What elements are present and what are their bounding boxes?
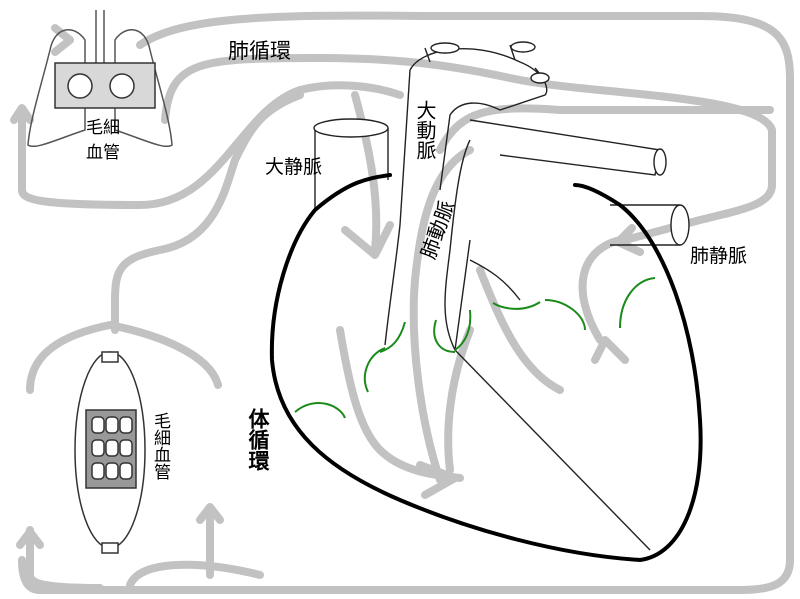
flow-vena-cava-in <box>351 91 381 254</box>
body-capillary-label-text: 毛細血管 <box>150 412 171 480</box>
valve-pulmonary-3 <box>454 309 472 351</box>
body-capillary-label: 毛細血管 <box>150 412 171 480</box>
flow-body-arch <box>26 321 222 394</box>
arrowhead-bottom <box>416 461 459 499</box>
body-capillary <box>74 351 146 554</box>
lungs <box>27 10 173 147</box>
valve-aortic <box>619 277 656 329</box>
arrowhead-lv <box>591 336 629 364</box>
arrowhead-lung-left <box>10 104 34 124</box>
arrowhead-body-left <box>16 528 44 549</box>
vena-cava-vessel <box>314 128 389 210</box>
flow-arrowheads <box>10 24 644 549</box>
flow-pa-to-lung <box>409 146 474 484</box>
aorta-label-text: 大動脈 <box>413 100 437 160</box>
flow-inner-left <box>111 91 304 334</box>
heart-outline <box>269 173 703 563</box>
valve-tricuspid-1 <box>294 402 346 419</box>
lung-left <box>27 29 86 147</box>
aorta-label: 大動脈 <box>413 100 437 160</box>
flow-aorta-mid <box>444 326 474 474</box>
valve-mitral-2 <box>544 299 586 331</box>
arrowhead-pv <box>614 224 644 256</box>
lung-capillary-label-2: 血管 <box>86 143 120 163</box>
arrowhead-body-right <box>196 503 224 524</box>
lung-right <box>114 29 173 147</box>
alveolus-right <box>109 73 135 99</box>
flow-body-bottom <box>26 571 104 592</box>
heart <box>269 41 703 563</box>
pulmonary-circulation-label: 肺循環 <box>228 39 291 63</box>
lung-capillary-label-1: 毛細 <box>86 118 120 138</box>
flow-pulmonary-loop <box>161 54 776 244</box>
flow-pv-in <box>578 236 624 344</box>
flow-ra-to-rv <box>336 326 464 482</box>
flow-lung-return <box>18 81 404 209</box>
flow-paths <box>18 11 794 594</box>
pulmonary-vein-label: 肺静脈 <box>690 245 747 267</box>
flow-lv-down <box>476 266 564 394</box>
flow-return-bottom <box>126 560 264 589</box>
vena-cava-label: 大静脈 <box>265 156 322 178</box>
valve-mitral-1 <box>492 301 541 310</box>
alveolus-left <box>67 73 93 99</box>
flow-outer-top <box>18 11 794 594</box>
flow-aorta-out <box>436 104 774 154</box>
valve-pulmonary-2 <box>433 319 456 353</box>
arrowhead-vena <box>341 221 394 259</box>
valve-tricuspid-2 <box>363 347 386 393</box>
systemic-circulation-label-text: 体循環 <box>246 408 270 472</box>
systemic-circulation-label: 体循環 <box>246 408 270 472</box>
valve-pulmonary-1 <box>379 321 406 353</box>
